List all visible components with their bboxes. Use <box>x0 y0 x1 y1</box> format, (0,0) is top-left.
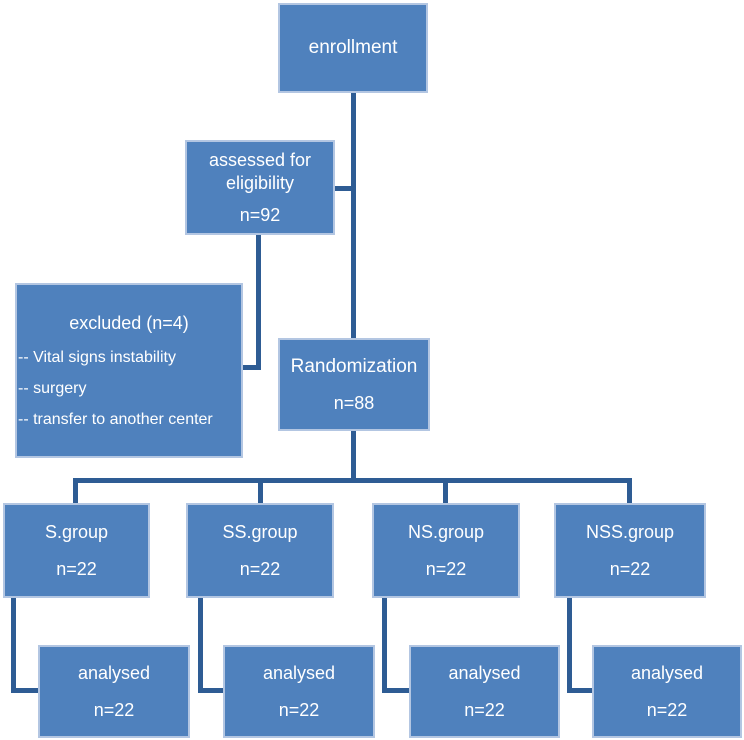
connector-enrollment-to-randomization <box>351 93 356 338</box>
group-s-count: n=22 <box>56 558 97 579</box>
group-box-ns: NS.group n=22 <box>372 503 520 598</box>
analysed-3-count: n=22 <box>464 699 505 720</box>
assessed-label-line2: eligibility <box>225 172 295 193</box>
group-box-ss: SS.group n=22 <box>186 503 334 598</box>
randomization-label: Randomization <box>290 355 418 377</box>
analysed-box-2: analysed n=22 <box>223 645 375 738</box>
group-nss-label: NSS.group <box>585 522 675 543</box>
connector-group4-down <box>567 597 572 693</box>
analysed-2-label: analysed <box>262 663 336 684</box>
analysed-4-count: n=22 <box>646 699 688 720</box>
connector-drop-group-4 <box>627 483 632 503</box>
group-s-label: S.group <box>44 522 109 543</box>
connector-drop-group-1 <box>73 483 78 503</box>
group-ns-count: n=22 <box>425 558 467 579</box>
connector-group2-down <box>198 597 203 693</box>
connector-assessed-branch <box>334 186 356 191</box>
randomization-count: n=88 <box>333 393 375 414</box>
randomization-box: Randomization n=88 <box>278 338 430 431</box>
connector-drop-group-2 <box>258 483 263 503</box>
enrollment-box: enrollment <box>278 3 428 93</box>
connector-group1-elbow <box>11 688 38 693</box>
connector-drop-group-3 <box>443 483 448 503</box>
analysed-box-3: analysed n=22 <box>409 645 560 738</box>
group-box-nss: NSS.group n=22 <box>554 503 706 598</box>
excluded-reason-transfer: -- transfer to another center <box>18 410 213 428</box>
group-box-s: S.group n=22 <box>3 503 150 598</box>
connector-group3-elbow <box>382 688 409 693</box>
assessed-label-line1: assessed for <box>208 150 312 170</box>
enrollment-label: enrollment <box>308 37 398 59</box>
analysed-1-count: n=22 <box>93 699 135 720</box>
group-nss-count: n=22 <box>609 558 651 579</box>
analysed-2-count: n=22 <box>278 699 320 720</box>
analysed-4-label: analysed <box>630 663 704 684</box>
group-ss-count: n=22 <box>239 558 281 579</box>
connector-assessed-down <box>256 233 261 370</box>
analysed-box-1: analysed n=22 <box>38 645 190 738</box>
connector-group3-down <box>382 597 387 693</box>
excluded-reason-surgery: -- surgery <box>18 379 87 397</box>
connector-group4-elbow <box>567 688 592 693</box>
excluded-box: excluded (n=4) -- Vital signs instabilit… <box>15 283 243 458</box>
excluded-reason-vital-signs: -- Vital signs instability <box>18 348 176 366</box>
connector-randomization-down <box>351 430 356 478</box>
excluded-title: excluded (n=4) <box>69 312 189 333</box>
connector-distribution-bar <box>73 478 632 483</box>
connector-excluded-stub <box>243 365 261 370</box>
analysed-box-4: analysed n=22 <box>592 645 742 738</box>
connector-group2-elbow <box>198 688 223 693</box>
assessed-box: assessed for eligibility n=92 <box>185 140 335 235</box>
analysed-3-label: analysed <box>448 663 521 684</box>
assessed-count: n=92 <box>239 205 281 225</box>
group-ns-label: NS.group <box>407 522 485 543</box>
analysed-1-label: analysed <box>77 663 151 684</box>
group-ss-label: SS.group <box>222 522 298 543</box>
connector-group1-down <box>11 597 16 693</box>
